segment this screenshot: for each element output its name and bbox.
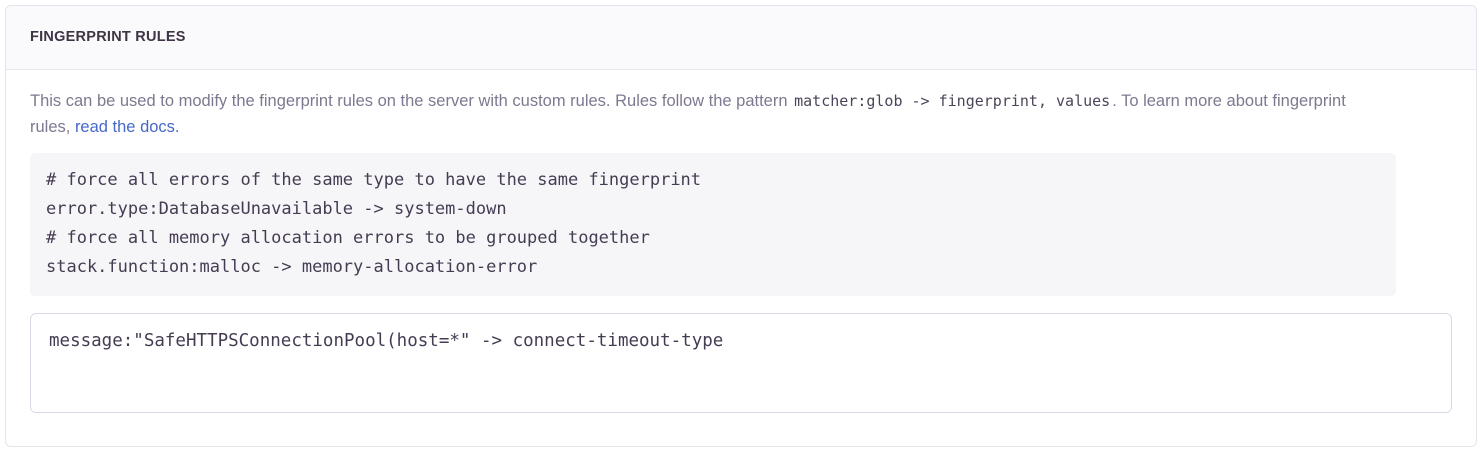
- example-rules-code-block: # force all errors of the same type to h…: [30, 153, 1396, 296]
- description-part-2: . To learn more about fingerprint rules,: [30, 92, 1346, 136]
- description-part-1: This can be used to modify the fingerpri…: [30, 92, 793, 110]
- fingerprint-rules-panel: FINGERPRINT RULES This can be used to mo…: [5, 5, 1477, 447]
- inline-code-pattern: matcher:glob -> fingerprint, values: [794, 92, 1111, 110]
- fingerprint-rules-textarea[interactable]: [30, 313, 1452, 413]
- read-the-docs-link[interactable]: read the docs.: [74, 118, 180, 136]
- example-rules-code: # force all errors of the same type to h…: [46, 170, 702, 277]
- description-text: This can be used to modify the fingerpri…: [30, 88, 1382, 140]
- panel-header: FINGERPRINT RULES: [6, 6, 1476, 70]
- panel-body: This can be used to modify the fingerpri…: [6, 70, 1476, 413]
- page-title: FINGERPRINT RULES: [30, 29, 186, 46]
